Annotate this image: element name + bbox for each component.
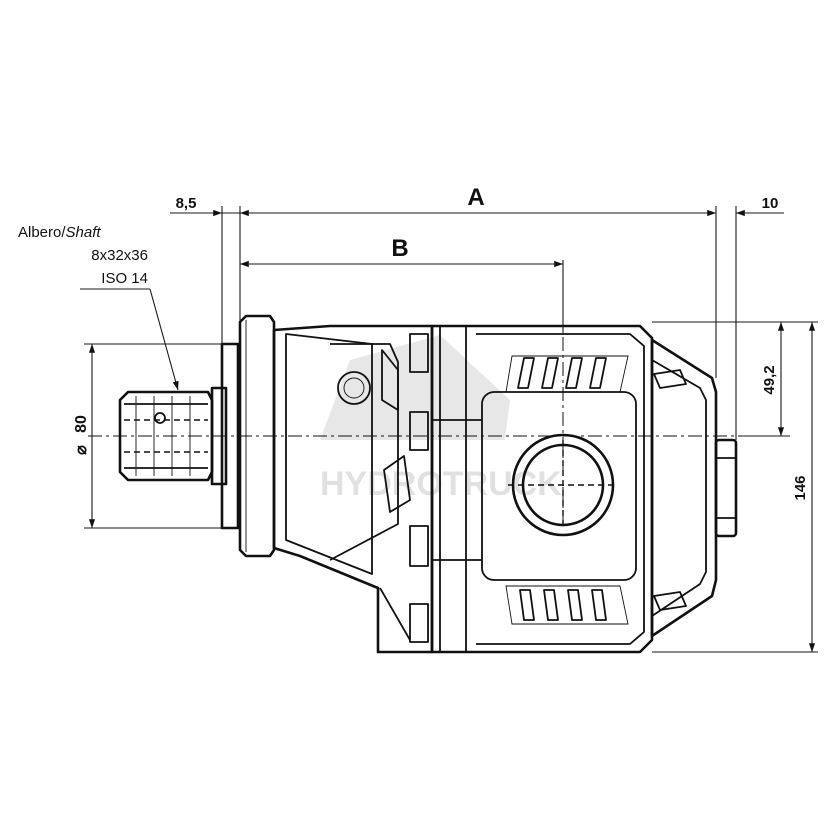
- dimension-lines: [88, 209, 816, 652]
- watermark-truck-icon: [320, 335, 510, 440]
- splined-shaft: [118, 386, 228, 486]
- watermark: HYDROTRUCK: [320, 335, 562, 503]
- top-ribs: [505, 355, 629, 393]
- dimension-centre-height-label: 49,2: [761, 365, 778, 394]
- dimension-b-label: B: [391, 235, 408, 262]
- front-flange: [220, 314, 276, 558]
- dimension-total-height-label: 146: [792, 475, 809, 500]
- pump-body: [430, 324, 654, 654]
- shaft-label-regular: Albero/: [18, 224, 66, 241]
- shaft-spec-label: 8x32x36: [91, 247, 148, 264]
- dimension-rear-offset-label: 10: [762, 195, 779, 212]
- dimension-flange-offset-label: 8,5: [176, 195, 197, 212]
- front-cover-casting: [272, 324, 434, 654]
- rear-cover: [650, 338, 738, 638]
- dimension-shaft-diameter-label: 80: [73, 415, 90, 433]
- shaft-standard-label: ISO 14: [101, 270, 148, 287]
- dimension-shaft-diameter-symbol: ⌀: [73, 445, 90, 455]
- bottom-ribs: [505, 585, 629, 625]
- shaft-callout: Albero/Shaft 8x32x36 ISO 14: [18, 224, 179, 391]
- dimension-a-label: A: [467, 184, 484, 211]
- shaft-label-italic: Shaft: [66, 224, 102, 241]
- svg-text:Albero/Shaft: Albero/Shaft: [18, 224, 101, 241]
